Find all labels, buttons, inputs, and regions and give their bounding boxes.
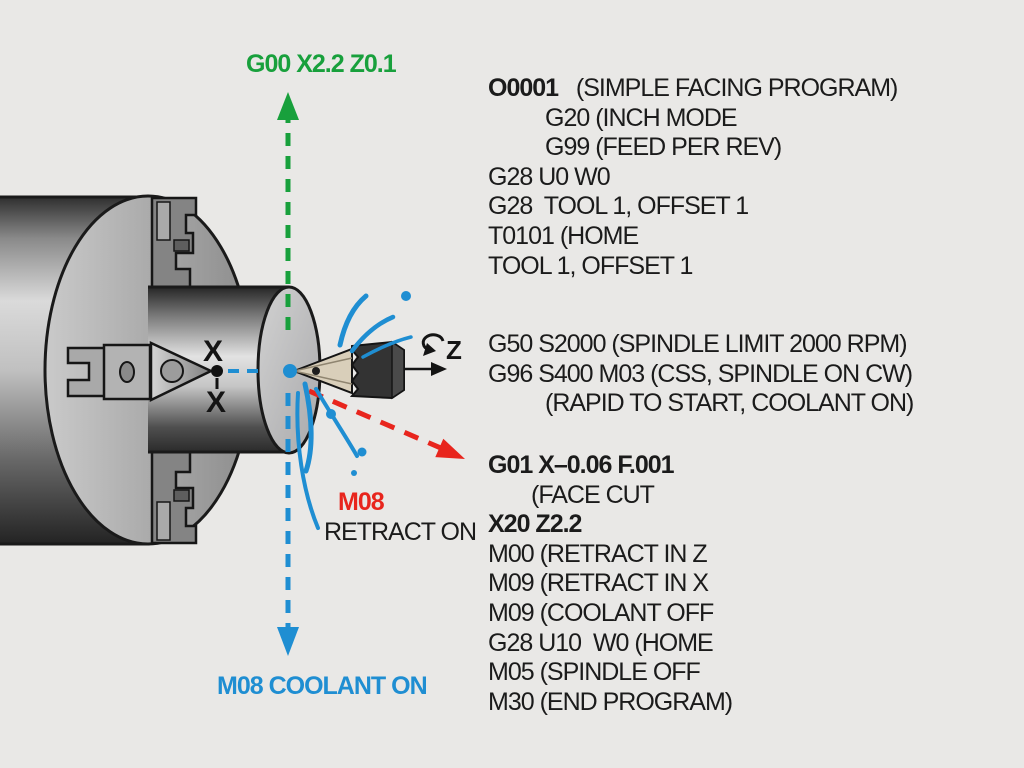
- program-line: G99 (FEED PER REV): [545, 133, 782, 162]
- program-line: G28 TOOL 1, OFFSET 1: [488, 192, 749, 221]
- x-axis-label-lower: X: [206, 386, 226, 419]
- program-line: X20 Z2.2: [488, 510, 582, 539]
- program-line: G20 (INCH MODE: [545, 103, 738, 132]
- program-line: M00 (RETRACT IN Z: [488, 539, 708, 568]
- program-line: G50 S2000 (SPINDLE LIMIT 2000 RPM): [488, 330, 908, 358]
- program-line: T0101 (HOME: [488, 221, 639, 250]
- tool-pointer-assembly: X X: [66, 335, 262, 419]
- coolant-on-label: M08 COOLANT ON: [217, 672, 428, 700]
- program-line: M30 (END PROGRAM): [488, 687, 733, 716]
- coolant-splash: [283, 291, 413, 530]
- rapid-move-label: G00 X2.2 Z0.1: [246, 50, 397, 78]
- rapid-axis-arrow-green: [277, 92, 299, 330]
- cut-contact-point: [283, 364, 297, 378]
- program-line: O0001 (SIMPLE FACING PROGRAM): [488, 74, 898, 102]
- program-line: M09 (COOLANT OFF: [488, 598, 714, 627]
- z-axis-label: Z: [446, 335, 462, 365]
- coolant-axis-arrow-blue: [277, 393, 299, 656]
- program-line: TOOL 1, OFFSET 1: [488, 251, 693, 280]
- program-block-header: O0001 (SIMPLE FACING PROGRAM)G20 (INCH M…: [488, 74, 898, 281]
- program-line: M05 (SPINDLE OFF: [488, 658, 701, 687]
- retract-on-label: RETRACT ON: [324, 518, 477, 546]
- coolant-code-label: M08: [338, 488, 385, 516]
- program-line: G01 X–0.06 F.001: [488, 451, 675, 479]
- program-line: M09 (RETRACT IN X: [488, 569, 709, 598]
- x-axis-label-upper: X: [203, 335, 223, 368]
- program-line: G96 S400 M03 (CSS, SPINDLE ON CW): [488, 359, 913, 388]
- program-line: (FACE CUT: [531, 480, 655, 509]
- spindle-rotation-icon: [421, 333, 445, 352]
- clamp-bracket-icon: [66, 346, 110, 398]
- x-origin-dot: [211, 365, 223, 377]
- program-line: G28 U0 W0: [488, 162, 611, 191]
- program-block-spindle: G50 S2000 (SPINDLE LIMIT 2000 RPM)G96 S4…: [488, 330, 914, 419]
- program-line: (RAPID TO START, COOLANT ON): [545, 389, 914, 418]
- program-line: G28 U10 W0 (HOME: [488, 628, 714, 657]
- feed-arrow-red: [308, 388, 465, 459]
